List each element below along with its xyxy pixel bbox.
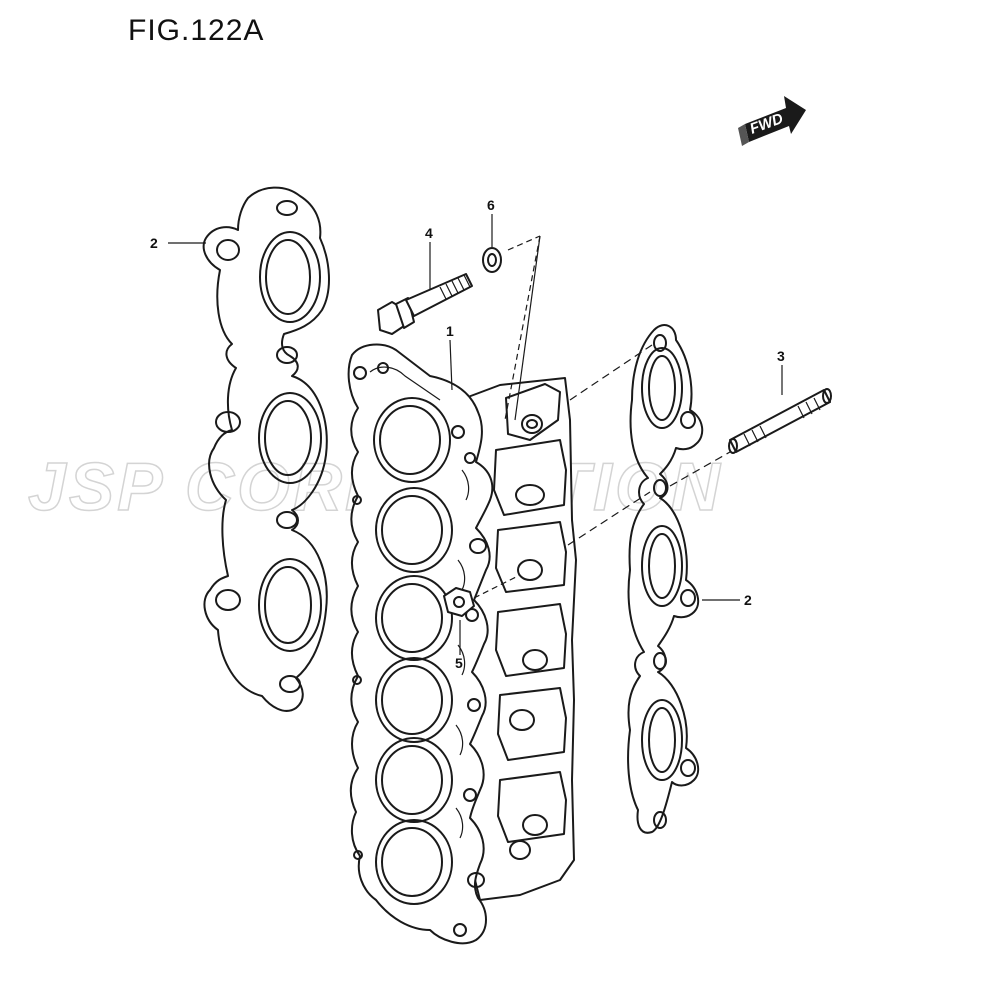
- manifold-runners: [493, 439, 567, 860]
- washer: [482, 247, 502, 273]
- right-gasket: [627, 324, 704, 834]
- callout-5: 5: [455, 655, 463, 671]
- callout-labels: 2 1 4 6 3 2 5: [150, 197, 785, 671]
- callout-6: 6: [487, 197, 495, 213]
- hex-nut: [443, 587, 475, 617]
- stud-bolt: [728, 388, 832, 454]
- flange-bolt-holes: [352, 362, 487, 937]
- leader-lines: [168, 214, 783, 655]
- callout-4: 4: [425, 225, 433, 241]
- fwd-arrow-icon: FWD: [738, 96, 806, 146]
- callout-1: 1: [446, 323, 454, 339]
- callout-3: 3: [777, 348, 785, 364]
- callout-2-right: 2: [744, 592, 752, 608]
- manifold-ports: [373, 397, 453, 905]
- figure-title: FIG.122A: [128, 14, 265, 47]
- intake-manifold: [347, 343, 577, 945]
- flange-bolt: [377, 273, 473, 335]
- callout-2-left: 2: [150, 235, 158, 251]
- left-gasket: [202, 186, 330, 712]
